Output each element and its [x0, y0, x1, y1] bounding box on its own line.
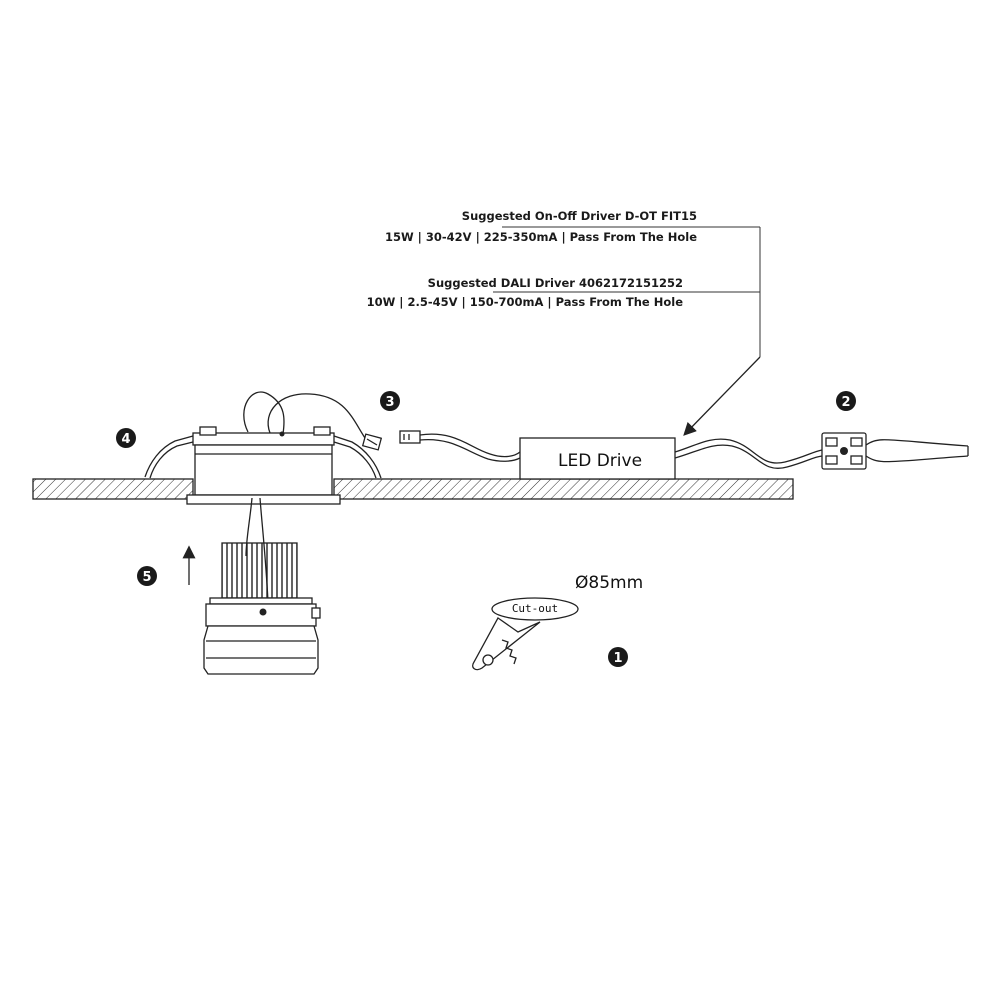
- mains-wiring: [674, 432, 969, 470]
- cutout-illustration: Ø85mm Cut-out: [472, 573, 643, 671]
- svg-text:2: 2: [841, 395, 850, 410]
- step-badge-3: 3: [380, 391, 400, 411]
- ceiling-board: [32, 478, 794, 500]
- step-badge-1: 1: [608, 647, 628, 667]
- led-driver: LED Drive: [519, 437, 676, 480]
- led-driver-label: LED Drive: [558, 451, 642, 471]
- svg-text:3: 3: [385, 395, 394, 410]
- cutout-diameter: Ø85mm: [575, 573, 643, 593]
- housing-connector: [361, 433, 383, 451]
- driver-onoff-specs: 15W | 30-42V | 225-350mA | Pass From The…: [385, 230, 697, 244]
- driver-dali-specs: 10W | 2.5-45V | 150-700mA | Pass From Th…: [367, 295, 684, 309]
- cutout-label: Cut-out: [512, 602, 558, 615]
- step-badge-5: 5: [137, 566, 157, 586]
- svg-text:5: 5: [142, 570, 151, 585]
- driver-leader-lines: [493, 226, 761, 436]
- svg-text:1: 1: [613, 651, 622, 666]
- svg-text:4: 4: [121, 432, 130, 447]
- step-badge-4: 4: [116, 428, 136, 448]
- driver-connector: [399, 430, 521, 462]
- led-module: [182, 497, 321, 675]
- downlight-housing: [144, 391, 382, 505]
- step-badge-2: 2: [836, 391, 856, 411]
- driver-specs: Suggested On-Off Driver D-OT FIT15 15W |…: [367, 209, 698, 309]
- driver-dali-name: Suggested DALI Driver 4062172151252: [428, 276, 683, 290]
- driver-onoff-name: Suggested On-Off Driver D-OT FIT15: [462, 209, 697, 223]
